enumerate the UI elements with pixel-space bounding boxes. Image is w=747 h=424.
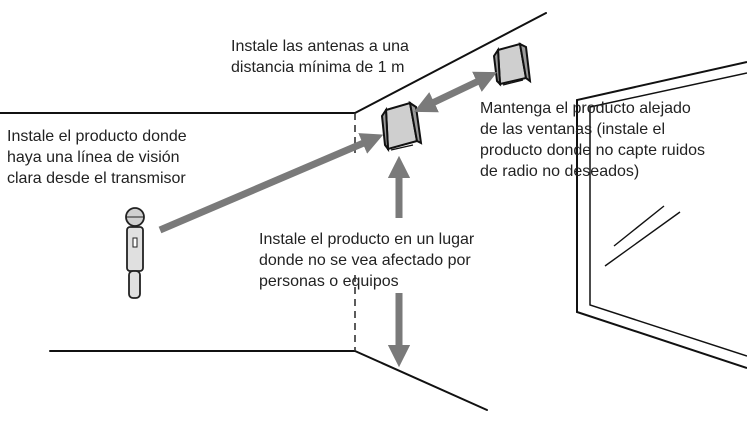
people-equipment-label: Instale el producto en un lugar donde no…: [259, 229, 474, 292]
window-distance-label: Mantenga el producto alejado de las vent…: [480, 98, 705, 182]
ceiling-edge-right: [354, 12, 547, 114]
label-line: personas o equipos: [259, 273, 399, 290]
floor-edge-right: [354, 350, 488, 411]
antenna-distance-arrow: [413, 71, 498, 113]
receiver-device-icon: [380, 100, 423, 153]
label-line: producto donde no capte ruidos: [480, 142, 706, 159]
label-line: Instale el producto en un lugar: [259, 231, 475, 248]
line-of-sight-arrow: [158, 133, 384, 234]
window: [576, 61, 747, 369]
label-line: Instale el producto donde: [7, 128, 187, 145]
label-line: haya una línea de visión: [7, 149, 180, 166]
label-line: de radio no deseados): [480, 163, 640, 180]
label-line: distancia mínima de 1 m: [231, 59, 405, 76]
label-line: donde no se vea afectado por: [259, 252, 471, 269]
microphone-icon: [125, 207, 145, 299]
label-line: Instale las antenas a una: [231, 38, 409, 55]
label-line: clara desde el transmisor: [7, 170, 186, 187]
label-line: Mantenga el producto alejado: [480, 100, 691, 117]
antenna-distance-label: Instale las antenas a una distancia míni…: [231, 36, 409, 78]
label-line: de las ventanas (instale el: [480, 121, 665, 138]
line-of-sight-label: Instale el producto donde haya una línea…: [7, 126, 187, 189]
receiver-antenna-device-icon: [492, 42, 532, 87]
